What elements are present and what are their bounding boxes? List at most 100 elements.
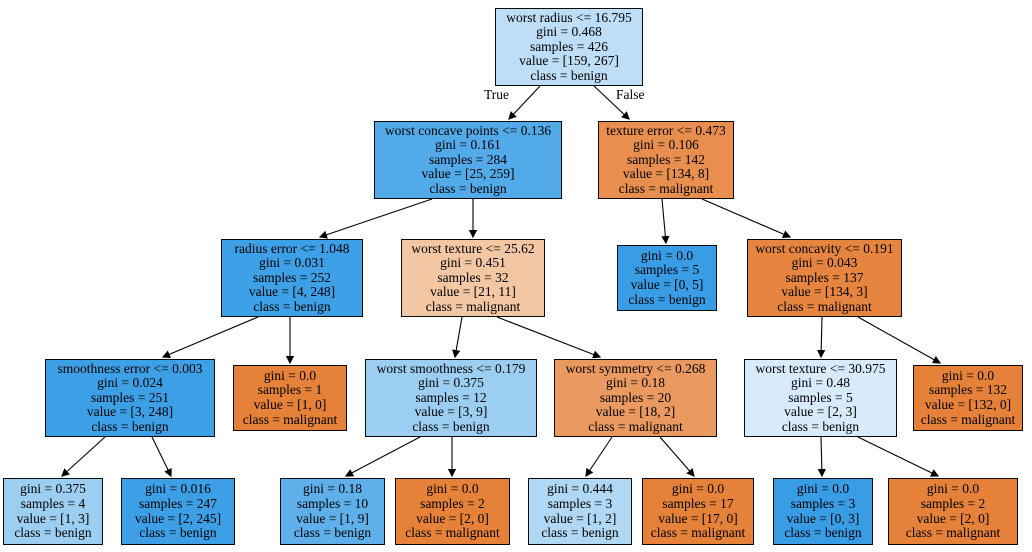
class-label: class = benign [139, 525, 217, 541]
split-condition: worst radius <= 16.795 [506, 9, 632, 25]
samples-count: samples = 5 [634, 262, 700, 278]
node-worst-radius: worst radius <= 16.795 gini = 0.468 samp… [495, 8, 643, 86]
edge-n2-left [661, 198, 670, 245]
leaf-benign-3a: gini = 0.444 samples = 3 value = [1, 2] … [528, 478, 632, 545]
samples-count: samples = 252 [252, 269, 332, 285]
gini-value: gini = 0.18 [606, 375, 665, 391]
samples-count: samples = 17 [662, 495, 734, 511]
samples-count: samples = 20 [599, 389, 672, 405]
class-label: class = malignant [588, 418, 683, 434]
leaf-benign-247: gini = 0.016 samples = 247 value = [2, 2… [121, 478, 235, 545]
edge-root-true [508, 85, 541, 120]
node-smoothness-error: smoothness error <= 0.003 gini = 0.024 s… [45, 359, 215, 437]
node-radius-error: radius error <= 1.048 gini = 0.031 sampl… [221, 239, 363, 317]
class-label: class = benign [91, 418, 169, 434]
edge-n6-left [817, 316, 826, 359]
class-label: class = benign [412, 418, 490, 434]
value-distribution: value = [1, 2] [543, 510, 617, 526]
edge-n4-left [452, 316, 463, 359]
edge-root-false [593, 85, 630, 120]
samples-count: samples = 3 [547, 495, 613, 511]
samples-count: samples = 1 [257, 382, 323, 398]
split-condition: smoothness error <= 0.003 [57, 360, 203, 376]
node-worst-concavity: worst concavity <= 0.191 gini = 0.043 sa… [747, 239, 902, 317]
class-label: class = malignant [242, 411, 338, 427]
leaf-benign-4: gini = 0.375 samples = 4 value = [1, 3] … [3, 478, 103, 545]
node-worst-smoothness: worst smoothness <= 0.179 gini = 0.375 s… [365, 359, 537, 437]
value-distribution: value = [134, 8] [622, 166, 710, 182]
gini-value: gini = 0.0 [926, 481, 980, 497]
edge-label-true: True [484, 87, 510, 102]
value-distribution: value = [25, 259] [421, 166, 515, 182]
leaf-benign-5: gini = 0.0 samples = 5 value = [0, 5] cl… [617, 245, 717, 311]
node-worst-concave-points: worst concave points <= 0.136 gini = 0.1… [374, 121, 562, 199]
gini-value: gini = 0.0 [941, 367, 995, 383]
gini-value: gini = 0.375 [418, 375, 484, 391]
class-label: class = malignant [650, 525, 746, 541]
class-label: class = benign [530, 67, 608, 83]
leaf-benign-3b: gini = 0.0 samples = 3 value = [0, 3] cl… [773, 478, 873, 545]
samples-count: samples = 2 [920, 495, 986, 511]
split-condition: worst texture <= 30.975 [755, 360, 886, 376]
class-label: class = malignant [618, 180, 714, 196]
edge-n3-left [161, 316, 259, 359]
value-distribution: value = [0, 3] [786, 510, 860, 526]
gini-value: gini = 0.161 [435, 137, 501, 153]
samples-count: samples = 426 [529, 38, 609, 54]
value-distribution: value = [4, 248] [248, 284, 336, 300]
value-distribution: value = [3, 9] [414, 404, 488, 420]
leaf-malignant-1: gini = 0.0 samples = 1 value = [1, 0] cl… [233, 365, 347, 431]
gini-value: gini = 0.016 [145, 481, 211, 497]
samples-count: samples = 142 [626, 151, 706, 167]
samples-count: samples = 4 [20, 495, 86, 511]
gini-value: gini = 0.106 [633, 137, 699, 153]
edge-n2-right [701, 198, 792, 239]
value-distribution: value = [2, 3] [784, 404, 857, 420]
class-label: class = benign [784, 525, 862, 541]
gini-value: gini = 0.444 [547, 481, 613, 497]
class-label: class = benign [429, 180, 507, 196]
gini-value: gini = 0.18 [303, 481, 362, 497]
gini-value: gini = 0.031 [259, 255, 325, 271]
value-distribution: value = [2, 245] [134, 510, 222, 526]
gini-value: gini = 0.0 [426, 481, 479, 497]
samples-count: samples = 3 [790, 495, 856, 511]
edge-n7-left [61, 436, 106, 477]
samples-count: samples = 137 [785, 269, 864, 285]
leaf-malignant-2b: gini = 0.0 samples = 2 value = [2, 0] cl… [888, 478, 1018, 545]
value-distribution: value = [2, 0] [916, 510, 990, 526]
value-distribution: value = [1, 0] [253, 397, 327, 412]
value-distribution: value = [3, 248] [86, 404, 174, 420]
samples-count: samples = 5 [788, 389, 853, 405]
class-label: class = malignant [425, 298, 521, 314]
gini-value: gini = 0.024 [97, 375, 163, 391]
class-label: class = benign [781, 418, 860, 434]
gini-value: gini = 0.0 [796, 481, 850, 497]
edge-n7-right [151, 436, 172, 478]
gini-value: gini = 0.0 [263, 367, 317, 383]
samples-count: samples = 132 [928, 382, 1008, 398]
split-condition: texture error <= 0.473 [606, 122, 726, 138]
gini-value: gini = 0.375 [20, 481, 86, 497]
edge-n4-right [496, 316, 602, 359]
leaf-malignant-2a: gini = 0.0 samples = 2 value = [2, 0] cl… [395, 478, 510, 545]
edge-n11-left [817, 436, 826, 478]
class-label: class = malignant [920, 411, 1016, 427]
value-distribution: value = [132, 0] [924, 397, 1012, 412]
edge-n1-left [318, 198, 433, 239]
node-worst-texture-30: worst texture <= 30.975 gini = 0.48 samp… [744, 359, 897, 437]
split-condition: worst concavity <= 0.191 [755, 240, 894, 256]
value-distribution: value = [2, 0] [416, 510, 489, 526]
value-distribution: value = [134, 3] [781, 284, 868, 300]
node-worst-texture-25: worst texture <= 25.62 gini = 0.451 samp… [401, 239, 545, 317]
edge-n6-right [857, 316, 942, 364]
class-label: class = benign [541, 525, 619, 541]
samples-count: samples = 2 [420, 495, 485, 511]
value-distribution: value = [0, 5] [630, 277, 704, 292]
split-condition: worst concave points <= 0.136 [384, 122, 552, 138]
gini-value: gini = 0.0 [671, 481, 725, 497]
value-distribution: value = [1, 9] [296, 510, 369, 526]
value-distribution: value = [159, 267] [519, 53, 619, 69]
class-label: class = benign [253, 298, 331, 314]
